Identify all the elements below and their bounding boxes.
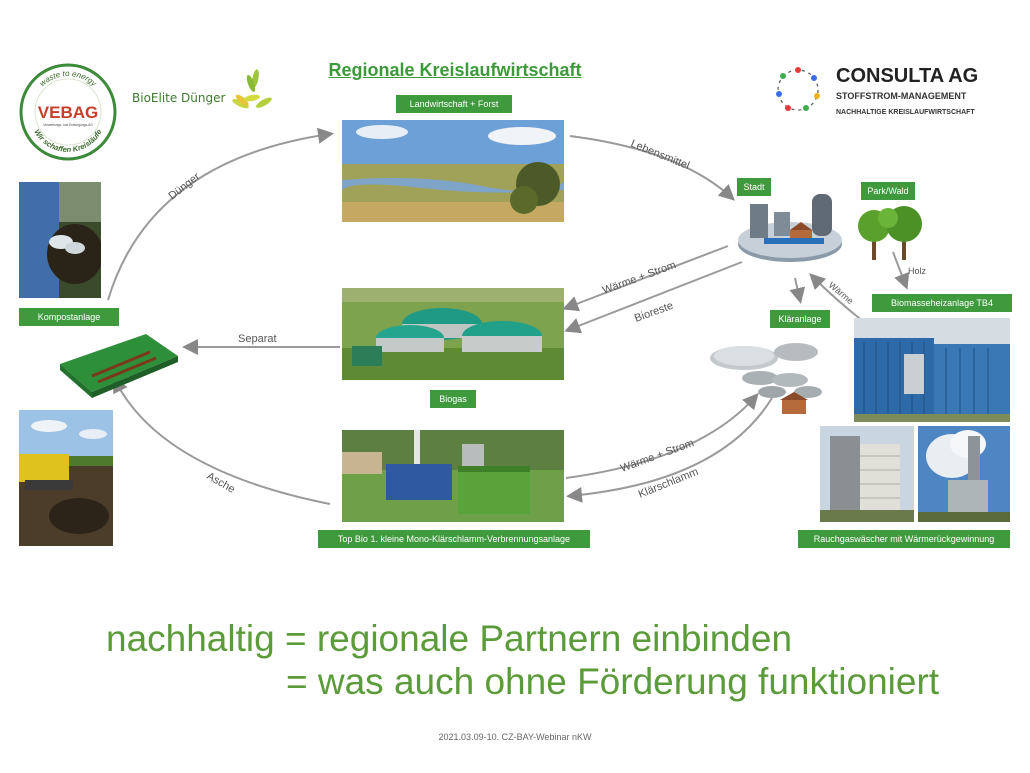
arrow-asche [113, 376, 331, 505]
compost-hands-photo [19, 182, 101, 298]
tagline-line2: = was auch ohne Förderung funktioniert [286, 661, 940, 702]
biomass-plant-photo [854, 318, 1010, 422]
sewage-plant-illustration [704, 330, 834, 420]
flow-arrows: Dünger Lebensmittel Wärme + Strom Biores… [107, 127, 927, 505]
label-duenger: Dünger [166, 170, 202, 202]
bioelite-text: BioElite Dünger [132, 91, 226, 105]
flue-gas-scrubber-photo-2 [918, 426, 1010, 522]
label-holz: Holz [908, 266, 927, 276]
label-lebensmittel: Lebensmittel [629, 138, 691, 172]
vebag-subline: Verwertungs- und Entsorgungs-AG [43, 123, 93, 127]
vebag-logo: waste to energy VEBAG Verwertungs- und E… [18, 62, 118, 162]
compost-plant-illustration [58, 330, 180, 400]
node-label-biomasse: Biomasseheizanlage TB4 [872, 294, 1012, 312]
diagram-title: Regionale Kreislaufwirtschaft [328, 60, 582, 80]
topbio-plant-photo [342, 430, 564, 522]
node-label-klaeranlage: Kläranlage [770, 310, 830, 328]
trees-illustration [852, 204, 928, 262]
landscape-photo [342, 120, 564, 222]
node-label-topbio: Top Bio 1. kleine Mono-Klärschlamm-Verbr… [318, 530, 590, 548]
city-illustration [734, 188, 844, 266]
consulta-name: CONSULTA AG [836, 65, 978, 87]
biogas-plant-photo [342, 288, 564, 380]
node-label-park: Park/Wald [861, 182, 915, 200]
arrow-stadt-klaeranlage [789, 277, 806, 304]
footer-text: 2021.03.09-10. CZ-BAY-Webinar nKW [438, 732, 592, 742]
arrow-waerme [809, 273, 865, 323]
flue-gas-scrubber-photo-1 [820, 426, 914, 522]
consulta-line1: STOFFSTROM-MANAGEMENT [836, 91, 967, 101]
arrow-holz [892, 251, 910, 290]
node-label-rauchgas: Rauchgaswäscher mit Wärmerückgewinnung [798, 530, 1010, 548]
label-bioreste: Bioreste [633, 300, 675, 325]
label-separat: Separat [238, 333, 277, 345]
consulta-line2: NACHHALTIGE KREISLAUFWIRTSCHAFT [836, 109, 975, 116]
node-label-landwirtschaft: Landwirtschaft + Forst [396, 95, 512, 113]
bioelite-logo: BioElite Dünger [130, 68, 280, 130]
arrow-bioreste [564, 261, 743, 334]
label-asche: Asche [205, 470, 237, 496]
tagline-line1: nachhaltig = regionale Partnern einbinde… [106, 618, 793, 659]
arrow-klaerschlamm [566, 397, 773, 503]
node-label-biogas: Biogas [430, 390, 476, 408]
arrow-duenger [107, 127, 334, 301]
consulta-logo: CONSULTA AG STOFFSTROM-MANAGEMENT NACHHA… [770, 56, 1020, 128]
vebag-name: VEBAG [38, 103, 98, 122]
node-label-stadt: Stadt [737, 178, 771, 196]
arrow-lebensmittel [569, 135, 735, 201]
arrow-waerme-strom-2 [565, 392, 759, 479]
arrow-waerme-strom-1 [562, 245, 729, 312]
node-label-kompost: Kompostanlage [19, 308, 119, 326]
excavator-photo [19, 410, 113, 546]
